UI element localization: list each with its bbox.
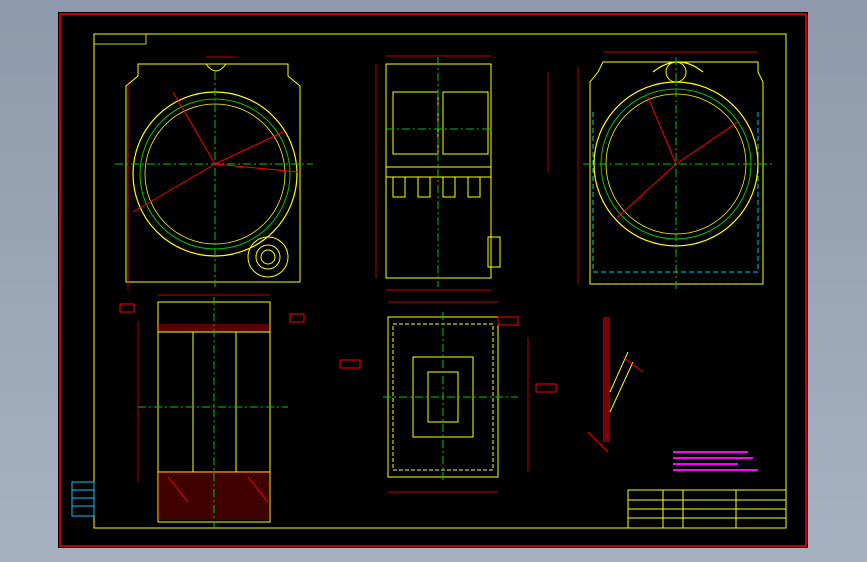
- view-top-left: [115, 56, 313, 290]
- drawing-sheet: [59, 13, 807, 547]
- view-top-center: [375, 55, 501, 291]
- inner-frame: [93, 33, 787, 529]
- top-left-tag: [93, 33, 147, 45]
- outer-frame: [59, 13, 807, 547]
- side-block: [71, 481, 95, 517]
- view-bottom-center: [339, 301, 557, 493]
- boss: [247, 236, 289, 278]
- cad-viewport[interactable]: [58, 12, 808, 548]
- view-detail: [587, 317, 644, 453]
- view-bottom-left: [119, 294, 305, 527]
- view-top-right: [547, 51, 773, 292]
- plate-outline: [125, 63, 301, 283]
- title-block: [627, 489, 787, 529]
- technical-notes: [673, 451, 758, 471]
